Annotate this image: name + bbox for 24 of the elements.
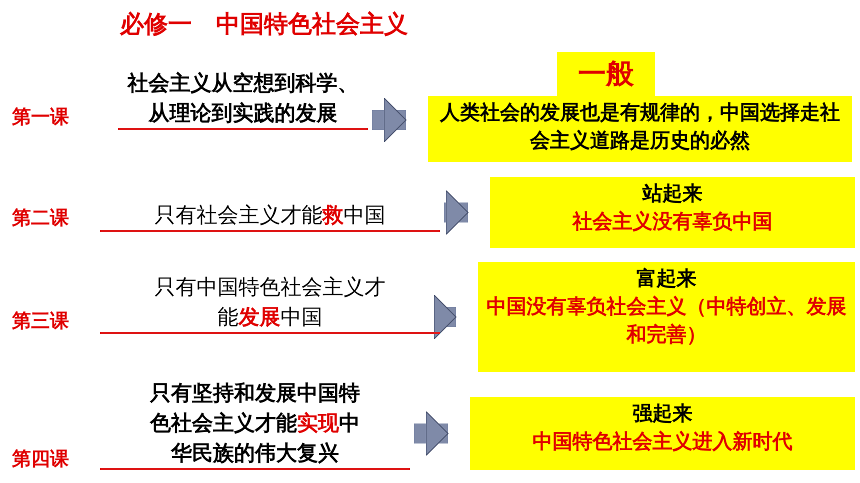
block-arrow bbox=[434, 294, 456, 340]
answer-card bbox=[478, 262, 855, 372]
answer-text: 中国特色社会主义进入新时代 bbox=[532, 428, 794, 455]
card-heading: 富起来 bbox=[636, 265, 698, 292]
answer-card bbox=[490, 177, 855, 248]
slide-title: 必修一 中国特色社会主义 bbox=[120, 8, 408, 40]
lesson-label: 第四课 bbox=[12, 447, 69, 472]
lesson-label: 第一课 bbox=[12, 105, 69, 130]
lesson-statement: 社会主义从空想到科学、从理论到实践的发展 bbox=[118, 60, 368, 130]
block-arrow bbox=[372, 98, 406, 142]
answer-text: 中国没有辜负社会主义（中特创立、发展和完善） bbox=[486, 293, 848, 348]
answer-card bbox=[470, 397, 855, 470]
card-heading: 强起来 bbox=[632, 400, 694, 427]
tag-label: 一般 bbox=[557, 52, 655, 96]
block-arrow bbox=[414, 411, 448, 456]
lesson-statement: 只有中国特色社会主义才能发展中国 bbox=[100, 268, 440, 334]
lesson-label: 第三课 bbox=[12, 309, 69, 334]
lesson-label: 第二课 bbox=[12, 206, 69, 231]
block-arrow bbox=[444, 190, 468, 235]
card-heading: 站起来 bbox=[640, 180, 704, 207]
lesson-statement: 只有社会主义才能救中国 bbox=[100, 200, 440, 232]
answer-card: 人类社会的发展也是有规律的，中国选择走社会主义道路是历史的必然 bbox=[428, 96, 852, 162]
answer-text: 社会主义没有辜负中国 bbox=[571, 208, 774, 235]
lesson-statement: 只有坚持和发展中国特色社会主义才能实现中华民族的伟大复兴 bbox=[100, 370, 410, 470]
